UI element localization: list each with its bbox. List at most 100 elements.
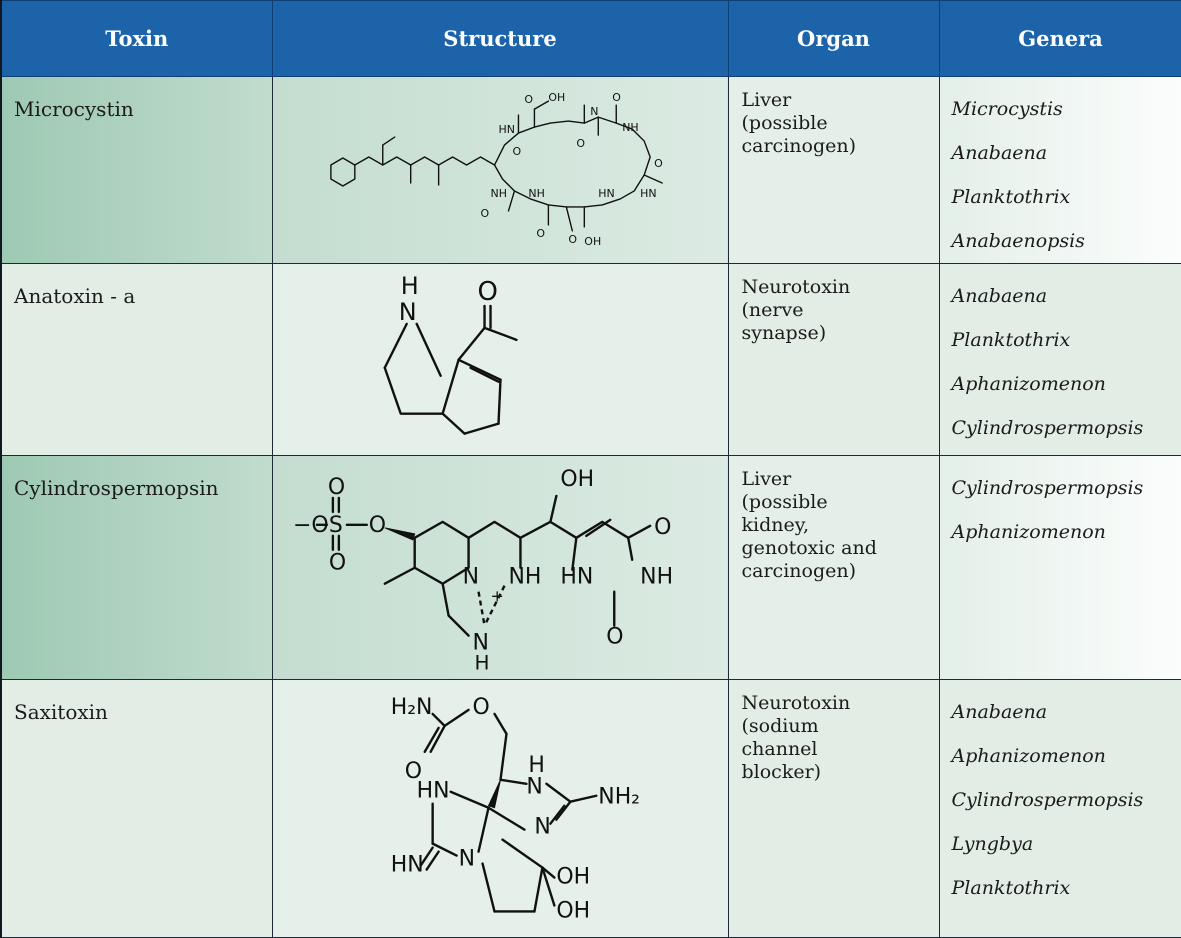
structure-label: O	[606, 624, 623, 649]
structure-label: OH	[548, 91, 565, 104]
structure-cell: H₂N O O HN H N NH₂ N HN N OH OH	[271, 679, 729, 938]
toxin-name: Anatoxin - a	[0, 263, 273, 456]
structure-cell: H N O	[271, 263, 729, 456]
structure-label: NH	[508, 564, 541, 589]
structure-label: N	[526, 775, 542, 800]
organ-cell: Liver (possible carcinogen)	[727, 76, 940, 264]
genus-item: Lyngbya	[951, 833, 1034, 856]
genera-cell: Anabaena Aphanizomenon Cylindrospermopsi…	[938, 679, 1181, 938]
genus-item: Aphanizomenon	[951, 745, 1106, 768]
table-row: Cylindrospermopsin O −O S O O	[0, 454, 1181, 681]
structure-label: HN	[416, 779, 449, 804]
structure-label: O	[576, 137, 585, 150]
structure-label: NH	[640, 564, 673, 589]
organ-cell: Neurotoxin (sodium channel blocker)	[727, 679, 940, 938]
organ-line: kidney,	[741, 513, 809, 536]
anatoxin-structure-image: H N O	[383, 272, 518, 435]
structure-label: N	[458, 847, 474, 872]
structure-label: N	[472, 630, 488, 655]
organ-line: (nerve	[741, 299, 804, 321]
structure-label: O	[536, 227, 545, 240]
structure-label: O	[654, 514, 671, 539]
structure-label: O	[612, 91, 621, 104]
structure-label: OH	[556, 865, 590, 890]
genus-item: Planktothrix	[951, 329, 1071, 351]
structure-label: H	[400, 272, 418, 300]
genus-item: Microcystis	[951, 98, 1063, 120]
structure-cell: O OH HN O NH O NH O HN O NH N O HN O O O	[271, 76, 729, 264]
organ-line: Liver	[741, 89, 792, 111]
structure-label: NH	[622, 121, 638, 134]
structure-label: H	[528, 753, 545, 778]
genera-cell: Microcystis Anabaena Planktothrix Anabae…	[938, 76, 1181, 264]
organ-line: Neurotoxin	[741, 276, 851, 298]
structure-label: N	[398, 298, 416, 326]
structure-label: H	[474, 650, 489, 674]
structure-label: +	[490, 586, 503, 605]
toxin-name: Cylindrospermopsin	[0, 454, 273, 681]
genus-item: Aphanizomenon	[951, 520, 1106, 543]
table-row: Saxitoxin H₂N O O HN H N NH₂ N HN N OH O…	[0, 679, 1181, 938]
header-row: Toxin Structure Organ Genera	[0, 0, 1181, 77]
structure-label: HN	[640, 187, 656, 200]
organ-line: carcinogen)	[741, 135, 857, 157]
header-toxin: Toxin	[0, 0, 273, 77]
structure-label: N	[534, 815, 550, 840]
genus-item: Cylindrospermopsis	[951, 789, 1144, 812]
organ-line: genotoxic and	[741, 536, 877, 559]
structure-label: S	[328, 512, 342, 537]
organ-line: channel	[741, 738, 818, 761]
organ-line: carcinogen)	[741, 559, 857, 582]
structure-label: HN	[598, 187, 614, 200]
structure-label: O	[327, 474, 344, 499]
genus-item: Anabaena	[951, 142, 1048, 164]
structure-label: HN	[390, 853, 423, 878]
organ-line: Neurotoxin	[741, 692, 851, 715]
genera-cell: Anabaena Planktothrix Aphanizomenon Cyli…	[938, 263, 1181, 456]
structure-label: H₂N	[390, 695, 432, 720]
organ-line: (possible	[741, 112, 828, 134]
structure-label: OH	[556, 899, 590, 924]
organ-line: Liver	[741, 467, 792, 490]
structure-label: O	[477, 277, 497, 307]
structure-label: N	[462, 564, 478, 589]
organ-cell: Neurotoxin (nerve synapse)	[727, 263, 940, 456]
genus-item: Anabaena	[951, 701, 1048, 724]
genus-item: Cylindrospermopsis	[951, 476, 1144, 499]
header-organ: Organ	[727, 0, 940, 77]
organ-line: synapse)	[741, 322, 827, 344]
genus-item: Anabaena	[951, 285, 1048, 307]
structure-label: O	[568, 233, 577, 246]
structure-label: O	[328, 550, 345, 575]
genus-item: Planktothrix	[951, 186, 1071, 208]
toxin-name: Saxitoxin	[0, 679, 273, 938]
genus-item: Planktothrix	[951, 877, 1071, 900]
structure-label: O	[524, 93, 533, 106]
structure-label: NH	[490, 187, 506, 200]
structure-label: O	[404, 759, 421, 784]
structure-label: NH₂	[598, 785, 640, 810]
structure-cell: O −O S O O	[271, 454, 729, 681]
structure-label: O	[654, 157, 663, 170]
table-row: Anatoxin - a H N O	[0, 263, 1181, 456]
structure-label: O	[480, 207, 489, 220]
structure-label: O	[368, 512, 385, 537]
genus-item: Aphanizomenon	[951, 373, 1106, 395]
structure-label: N	[590, 105, 598, 118]
organ-cell: Liver (possible kidney, genotoxic and ca…	[727, 454, 940, 681]
header-structure: Structure	[271, 0, 729, 77]
saxitoxin-structure-image: H₂N O O HN H N NH₂ N HN N OH OH	[390, 695, 640, 924]
organ-line: (sodium	[741, 715, 819, 738]
organ-line: blocker)	[741, 761, 822, 784]
toxin-name: Microcystin	[0, 76, 273, 264]
structure-label: HN	[498, 123, 514, 136]
structure-label: NH	[528, 187, 544, 200]
organ-line: (possible	[741, 490, 828, 513]
structure-label: HN	[560, 564, 593, 589]
genera-cell: Cylindrospermopsis Aphanizomenon	[938, 454, 1181, 681]
structure-label: O	[472, 695, 489, 720]
structure-label: OH	[560, 467, 594, 492]
genus-item: Anabaenopsis	[951, 230, 1085, 252]
genus-item: Cylindrospermopsis	[951, 417, 1144, 439]
